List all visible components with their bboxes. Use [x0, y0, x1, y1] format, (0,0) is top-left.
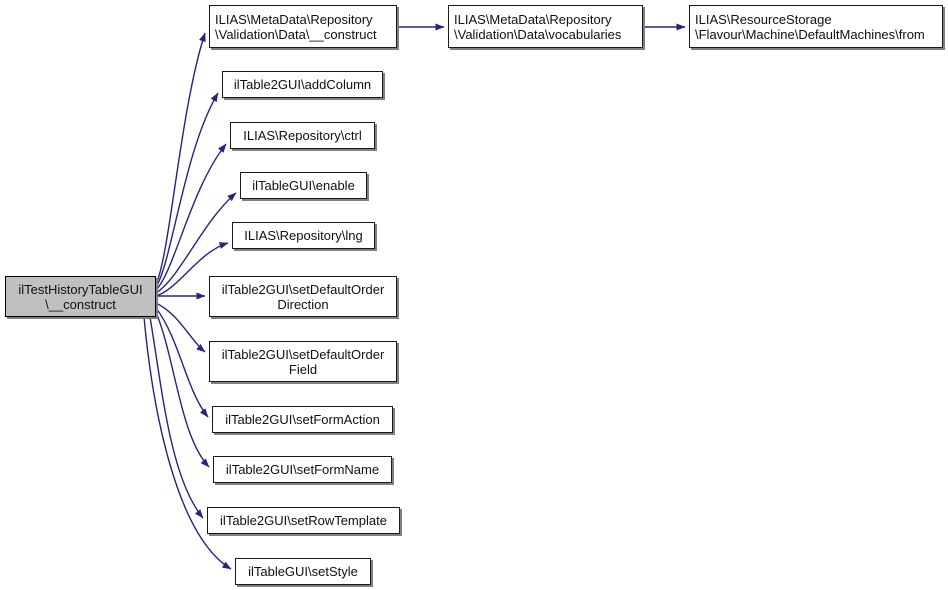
node-iltable2gui-setrowtemplate[interactable]: ilTable2GUI\setRowTemplate [207, 507, 400, 534]
node-metadata-repository-validation-data-construct[interactable]: ILIAS\MetaData\Repository\Validation\Dat… [209, 5, 397, 48]
edge-root-to-setdefaultorderfield [155, 302, 206, 353]
node-iltablegui-setstyle[interactable]: ilTableGUI\setStyle [235, 558, 371, 585]
node-label-line: ilTable2GUI\setDefaultOrder [221, 281, 385, 297]
node-label-line: ILIAS\MetaData\Repository [454, 11, 612, 27]
node-label-line: ilTable2GUI\setRowTemplate [220, 513, 387, 528]
node-label-line: \Flavour\Machine\DefaultMachines\from [695, 26, 925, 42]
node-label-line: Direction [277, 296, 329, 312]
node-label-line: ILIAS\Repository\lng [244, 228, 363, 243]
node-iltablegui-enable[interactable]: ilTableGUI\enable [240, 172, 367, 199]
node-label-line: ILIAS\Repository\ctrl [243, 128, 362, 143]
node-iltable2gui-addcolumn[interactable]: ilTable2GUI\addColumn [222, 71, 383, 98]
edge-root-to-addcolumn [155, 92, 219, 288]
edge-root-to-lng [155, 242, 229, 297]
node-iltable2gui-setformaction[interactable]: ilTable2GUI\setFormAction [212, 406, 393, 433]
node-metadata-repository-validation-data-vocabularies[interactable]: ILIAS\MetaData\Repository\Validation\Dat… [448, 5, 643, 48]
node-label-line: ilTable2GUI\addColumn [233, 77, 372, 92]
node-label-line: \__construct [45, 296, 116, 312]
node-label-line: ILIAS\MetaData\Repository [215, 11, 373, 27]
node-label-line: ilTestHistoryTableGUI [18, 281, 143, 297]
node-resourcestorage-flavour-machine-defaultmachines-from[interactable]: ILIAS\ResourceStorage\Flavour\Machine\De… [689, 5, 943, 48]
node-label-line: ILIAS\ResourceStorage [695, 11, 832, 27]
node-label-line: ilTableGUI\setStyle [248, 564, 358, 579]
node-ilias-repository-lng[interactable]: ILIAS\Repository\lng [232, 222, 375, 249]
edge-root-to-ctrl [155, 143, 227, 291]
node-label-line: Field [288, 361, 318, 377]
node-label-line: ilTable2GUI\setFormName [225, 462, 380, 477]
node-label-line: \Validation\Data\__construct [215, 26, 377, 42]
node-label-line: ilTable2GUI\setFormAction [225, 412, 380, 427]
node-label-line: ilTable2GUI\setDefaultOrder [221, 346, 385, 362]
node-iltable2gui-setformname[interactable]: ilTable2GUI\setFormName [213, 456, 392, 483]
edge-root-to-setstyle [143, 316, 232, 570]
node-label-line: ilTableGUI\enable [252, 178, 355, 193]
edge-root-to-enable [155, 192, 237, 294]
node-label-line: \Validation\Data\vocabularies [454, 26, 622, 42]
node-ilias-repository-ctrl[interactable]: ILIAS\Repository\ctrl [230, 122, 375, 149]
edge-root-to-setformaction [155, 307, 209, 418]
edge-root-to-setformname [155, 311, 210, 468]
edge-root-to-setrowtemplate [149, 316, 204, 519]
edge-root-to-construct [155, 32, 206, 285]
node-iTestHistoryTableGUI-construct: ilTestHistoryTableGUI\__construct [5, 276, 156, 317]
